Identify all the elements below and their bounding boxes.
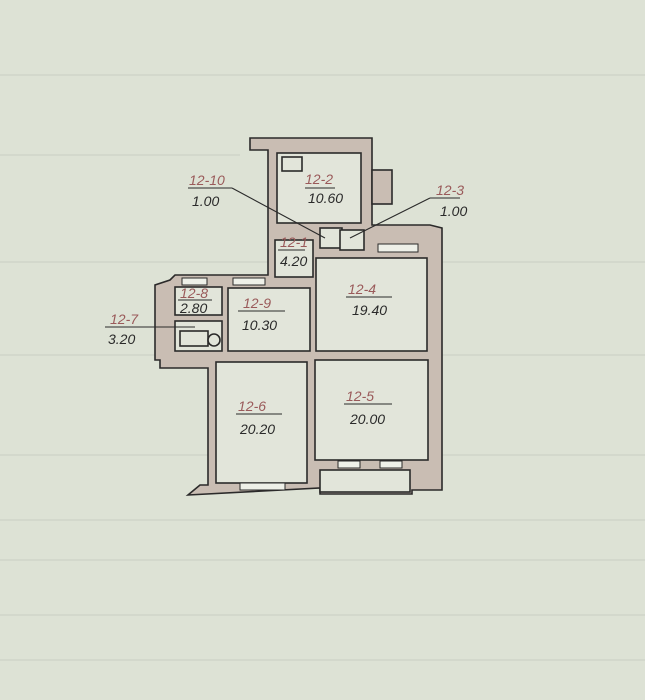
- room-12-6: [215, 361, 308, 484]
- room-area: 10.60: [308, 190, 343, 206]
- room-12-9: [227, 287, 311, 352]
- room-number: 12-2: [305, 171, 333, 187]
- balcony: [319, 469, 411, 493]
- room-area: 2.80: [179, 300, 207, 316]
- room-area: 1.00: [440, 203, 467, 219]
- room-number: 12-1: [280, 234, 308, 250]
- room-12-8: [174, 286, 223, 316]
- room-number: 12-9: [243, 295, 271, 311]
- room-area: 4.20: [280, 253, 307, 269]
- bathtub-icon: [179, 330, 209, 347]
- room-12-4: [315, 257, 428, 352]
- leader-lines: [105, 187, 460, 415]
- room-number: 12-10: [189, 172, 225, 188]
- room-area: 10.30: [242, 317, 277, 333]
- room-number: 12-4: [348, 281, 376, 297]
- room-12-1: [274, 239, 314, 278]
- room-12-5: [314, 359, 429, 461]
- room-area: 3.20: [108, 331, 135, 347]
- room-area: 1.00: [192, 193, 219, 209]
- room-area: 19.40: [352, 302, 387, 318]
- room-number: 12-5: [346, 388, 374, 404]
- room-area: 20.00: [349, 411, 385, 427]
- windows: [181, 243, 419, 491]
- stove-icon: [281, 156, 303, 172]
- room-number: 12-6: [238, 398, 266, 414]
- room-12-10: [319, 227, 343, 249]
- room-number: 12-8: [180, 285, 208, 301]
- rooms: [174, 152, 429, 493]
- room-area: 20.20: [239, 421, 275, 437]
- toilet-icon: [207, 333, 221, 347]
- room-labels: 12-2 10.60 12-10 1.00 12-3 1.00 12-1 4.2…: [108, 171, 467, 437]
- room-12-3: [339, 229, 365, 251]
- room-number: 12-3: [436, 182, 464, 198]
- room-number: 12-7: [110, 311, 139, 327]
